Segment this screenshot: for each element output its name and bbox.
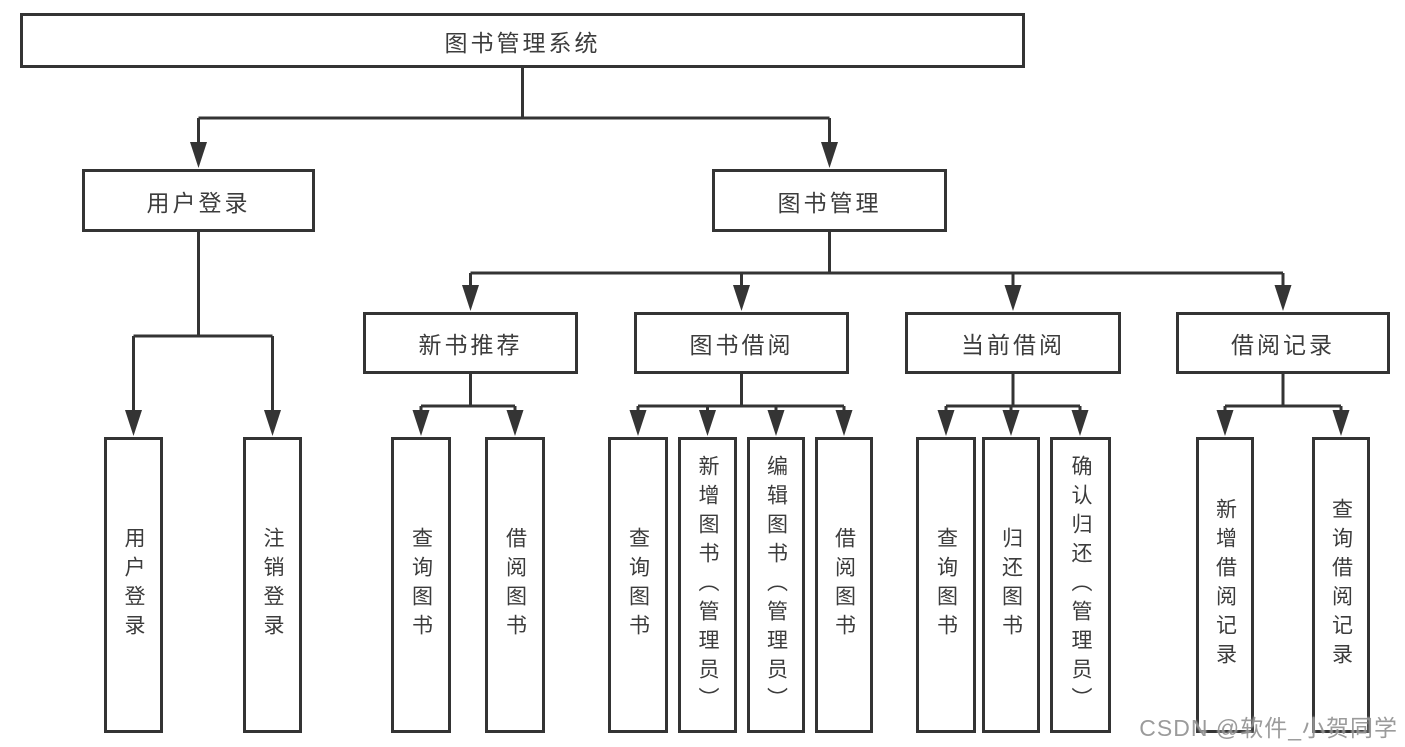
arrow-icon <box>937 410 955 436</box>
leaf-add-borrow-record: 新增借阅记录 <box>1196 437 1254 733</box>
leaf-query-books-recommend: 查询图书 <box>391 437 451 733</box>
arrow-icon <box>821 142 838 168</box>
arrowheads <box>125 142 1350 436</box>
leaf-user-login: 用户登录 <box>104 437 163 733</box>
node-book-borrowing: 图书借阅 <box>634 312 849 374</box>
arrow-icon <box>733 285 750 311</box>
node-new-book-recommendation: 新书推荐 <box>363 312 578 374</box>
leaf-borrow-books-recommend: 借阅图书 <box>485 437 545 733</box>
node-library-management-system: 图书管理系统 <box>20 13 1025 68</box>
leaf-edit-books-admin: 编辑图书（管理员） <box>747 437 805 733</box>
arrow-icon <box>412 410 430 436</box>
arrow-icon <box>190 142 207 168</box>
node-user-login-branch: 用户登录 <box>82 169 315 232</box>
arrow-icon <box>835 410 853 436</box>
arrow-icon <box>1004 285 1022 311</box>
arrow-icon <box>1216 410 1234 436</box>
arrow-icon <box>1332 410 1350 436</box>
leaf-query-books-current: 查询图书 <box>916 437 976 733</box>
node-book-management-branch: 图书管理 <box>712 169 947 232</box>
node-borrowing-records: 借阅记录 <box>1176 312 1390 374</box>
connector-paths <box>132 68 1343 414</box>
leaf-query-borrow-record: 查询借阅记录 <box>1312 437 1370 733</box>
arrow-icon <box>629 410 647 436</box>
leaf-add-books-admin: 新增图书（管理员） <box>678 437 737 733</box>
arrow-icon <box>1002 410 1020 436</box>
leaf-logout: 注销登录 <box>243 437 302 733</box>
arrow-icon <box>462 285 479 311</box>
watermark: CSDN @软件_小贺同学 <box>1139 715 1398 741</box>
arrow-icon <box>506 410 524 436</box>
node-current-borrowing: 当前借阅 <box>905 312 1121 374</box>
arrow-icon <box>699 410 716 436</box>
leaf-borrow-books-borrowing: 借阅图书 <box>815 437 873 733</box>
leaf-query-books-borrowing: 查询图书 <box>608 437 668 733</box>
leaf-confirm-return-admin: 确认归还（管理员） <box>1050 437 1111 733</box>
arrow-icon <box>125 410 142 436</box>
leaf-return-books: 归还图书 <box>982 437 1040 733</box>
arrow-icon <box>1071 410 1089 436</box>
arrow-icon <box>264 410 281 436</box>
arrow-icon <box>767 410 785 436</box>
arrow-icon <box>1274 285 1292 311</box>
